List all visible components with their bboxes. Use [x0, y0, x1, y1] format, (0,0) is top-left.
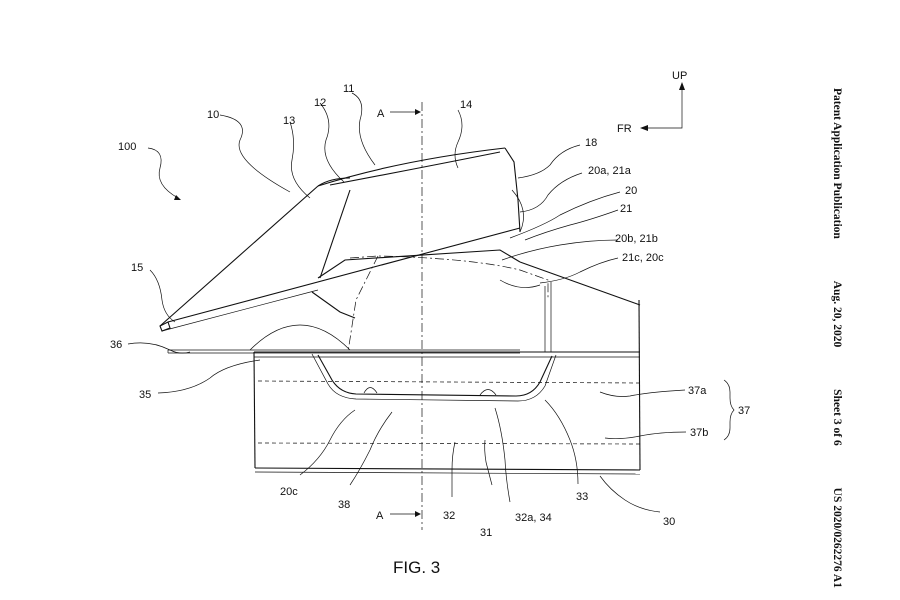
label-100: 100	[118, 141, 136, 153]
sheet-number: Sheet 3 of 6	[831, 389, 843, 446]
label-35: 35	[139, 389, 151, 401]
figure-caption: FIG. 3	[393, 558, 440, 577]
patent-header: Patent Application Publication Aug. 20, …	[775, 88, 895, 588]
body-frame	[253, 261, 641, 475]
section-line	[390, 102, 423, 530]
label-section-a-top: A	[377, 108, 385, 120]
label-14: 14	[460, 99, 472, 111]
reference-labels: 100 10 13 12 11 14 18 20a, 21a 20 21 20b…	[110, 70, 750, 539]
label-11: 11	[343, 83, 354, 95]
label-10: 10	[207, 109, 219, 121]
label-20a-21a: 20a, 21a	[588, 165, 632, 177]
deflector-device	[159, 147, 549, 353]
label-32a-34: 32a, 34	[515, 512, 552, 524]
side-strip	[167, 349, 520, 354]
label-front: FR	[617, 123, 632, 135]
label-37a: 37a	[688, 385, 707, 397]
label-21: 21	[620, 203, 632, 215]
label-38: 38	[338, 499, 350, 511]
label-30: 30	[663, 516, 675, 528]
label-37: 37	[738, 405, 750, 417]
label-18: 18	[585, 137, 597, 149]
label-31: 31	[480, 527, 492, 539]
publication-title: Patent Application Publication	[831, 88, 843, 239]
label-33: 33	[576, 491, 588, 503]
patent-number: US 2020/0262276 A1	[831, 487, 843, 588]
label-20b-21b: 20b, 21b	[615, 233, 658, 245]
label-section-a-bottom: A	[376, 510, 384, 522]
label-20c: 20c	[280, 486, 298, 498]
direction-indicator	[640, 82, 685, 131]
publication-date: Aug. 20, 2020	[831, 280, 843, 348]
label-20: 20	[625, 185, 637, 197]
label-13: 13	[283, 115, 295, 127]
label-21c-20c: 21c, 20c	[622, 252, 664, 264]
label-12: 12	[314, 97, 326, 109]
label-up: UP	[672, 70, 687, 82]
label-32: 32	[443, 510, 455, 522]
leader-lines	[127, 92, 735, 513]
label-15: 15	[131, 262, 143, 274]
label-36: 36	[110, 339, 122, 351]
label-37b: 37b	[690, 427, 708, 439]
